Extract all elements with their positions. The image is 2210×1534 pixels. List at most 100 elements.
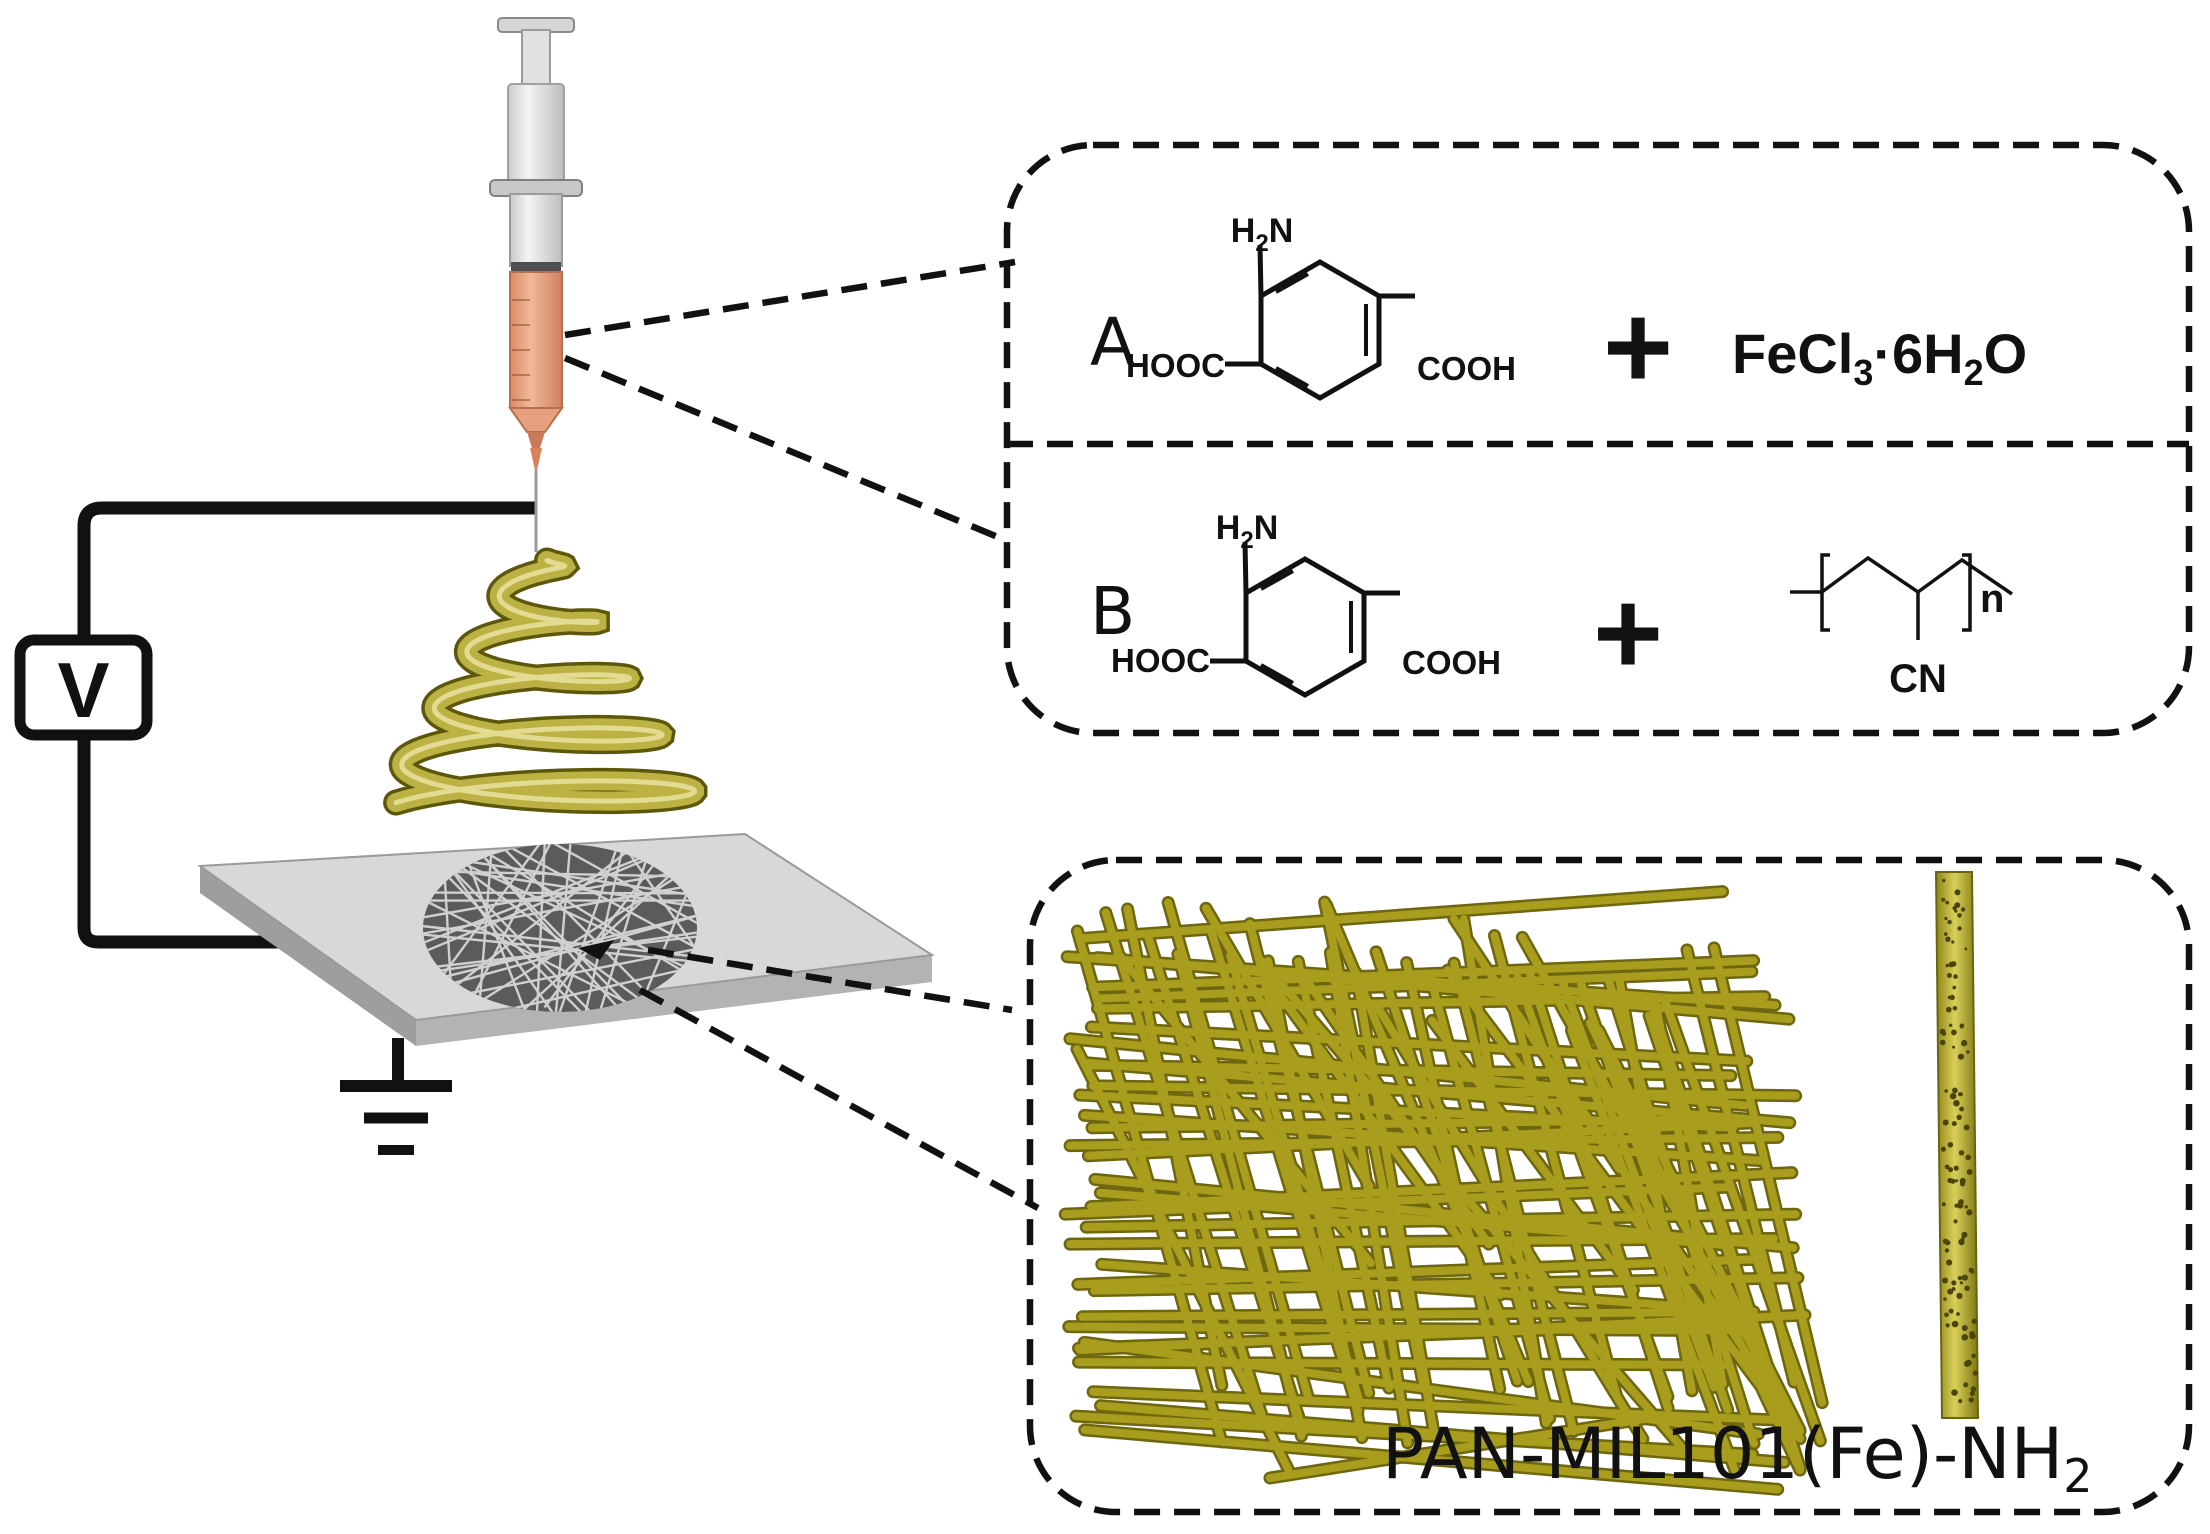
fiber-pore — [1948, 1308, 1954, 1314]
mesh-fiber — [1077, 887, 1727, 943]
fiber-pore — [1942, 1238, 1949, 1245]
mesh-fiber — [1072, 1045, 1293, 1474]
mesh-fiber — [1202, 904, 1374, 1191]
voltage-source: V — [14, 634, 153, 741]
fiber-pore — [1943, 1297, 1947, 1301]
acid-left-b: HOOC — [1111, 642, 1210, 679]
fiber-pore — [1942, 1277, 1948, 1284]
amine-n-b: N — [1254, 509, 1279, 547]
fiber-pore — [1961, 1274, 1968, 1281]
fiber-pore — [1969, 1332, 1976, 1340]
fiber-pore — [1957, 1275, 1963, 1281]
mat-fiber — [423, 921, 697, 1012]
fiber-pore — [1972, 1370, 1979, 1376]
fiber-pore — [1954, 909, 1958, 913]
amine-sub: 2 — [1255, 230, 1268, 257]
fiber-pore — [1956, 1114, 1962, 1121]
fiber-pore — [1959, 1024, 1964, 1029]
mesh-fiber — [1206, 925, 1363, 1416]
fiber-pore — [1952, 1045, 1956, 1049]
fiber-pore — [1964, 947, 1968, 951]
product-panel: PAN-MIL101(Fe)-NH2 — [1026, 856, 2193, 1516]
fiber-pore — [1944, 916, 1948, 921]
mesh-fiber — [1113, 949, 1375, 1268]
fiber-pore — [1945, 1323, 1950, 1328]
panel-b: B H2N HOOC COOH + n CN — [1090, 509, 2013, 701]
voltage-label: V — [57, 646, 109, 734]
fiber-pore — [1964, 1285, 1970, 1292]
fiber-pore — [1954, 902, 1961, 908]
fiber-pore — [1953, 1099, 1960, 1107]
fiber-pore — [1959, 1281, 1963, 1285]
fiber-pore — [1960, 1181, 1965, 1185]
fiber-pore — [1951, 1320, 1959, 1328]
fiber-pore — [1966, 1209, 1973, 1216]
mesh-fiber — [1518, 933, 1804, 1436]
precursor-panel — [1003, 141, 2193, 737]
fiber-pore — [1956, 1312, 1960, 1316]
fiber-pore — [1954, 1203, 1959, 1208]
fiber-pore — [1952, 1087, 1958, 1094]
mesh-fiber — [1173, 950, 1306, 1441]
fiber-pore — [1946, 1006, 1952, 1013]
amine-sub-b: 2 — [1240, 527, 1253, 554]
fiber-pore — [1964, 1360, 1971, 1367]
acid-right-a: COOH — [1417, 350, 1516, 387]
mesh-fiber — [1449, 959, 1578, 1436]
mat-fiber — [423, 891, 697, 896]
product-label: PAN-MIL101(Fe)-NH2 — [1382, 1413, 2093, 1503]
mesh-fiber — [1586, 1018, 1804, 1474]
mesh-fiber — [1076, 1311, 1809, 1354]
fiber-pore — [1971, 1353, 1976, 1359]
mesh-fiber — [1256, 964, 1505, 1299]
fiber-pore — [1969, 1170, 1973, 1174]
fiber-pore — [1944, 1164, 1950, 1170]
svg-text:H2N: H2N — [1216, 509, 1278, 554]
mat-fiber — [423, 852, 697, 931]
mat-fiber — [423, 844, 697, 922]
fiber-pore — [1951, 1389, 1958, 1396]
fiber-pore — [1961, 1334, 1969, 1341]
mesh-fiber — [1682, 945, 1798, 1387]
fiber-pore — [1958, 1092, 1963, 1097]
fiber-pore — [1949, 994, 1955, 1001]
fiber-pore — [1960, 907, 1966, 912]
single-fiber — [1934, 871, 1980, 1419]
fiber-pore — [1970, 1386, 1977, 1392]
mesh-fiber — [1088, 956, 1758, 992]
fiber-pore — [1963, 1382, 1969, 1388]
fiber-pore — [1942, 878, 1946, 883]
panel-a-label: A — [1090, 304, 1135, 381]
fiber-pore — [1940, 1146, 1946, 1152]
mesh-fiber — [1093, 967, 1756, 1003]
arrow-head-icon — [578, 940, 614, 960]
fiber-pore — [1957, 1053, 1965, 1060]
mesh-fiber — [1449, 914, 1624, 1174]
panel-b-label: B — [1090, 573, 1135, 650]
callout-lines — [563, 258, 1040, 1211]
mat-fiber — [545, 844, 697, 1012]
mesh-fiber — [1071, 1412, 1757, 1459]
mat-fiber — [423, 927, 697, 981]
fiber-pore — [1961, 1231, 1968, 1238]
fiber-pore — [1946, 973, 1952, 978]
mesh-fiber — [1298, 970, 1493, 1249]
svg-text:H2N: H2N — [1231, 212, 1293, 257]
acid-right-b: COOH — [1402, 644, 1501, 681]
fiber-pore — [1953, 1165, 1959, 1171]
mesh-fiber — [1320, 898, 1429, 1394]
mat-fiber — [423, 853, 697, 945]
fiber-pore — [1957, 913, 1962, 918]
fiber-pore — [1943, 932, 1948, 936]
aminoterephthalic-acid-structure-b: H2N HOOC COOH — [1111, 509, 1501, 698]
fiber-pore — [1958, 1150, 1965, 1156]
mat-fiber — [423, 909, 697, 1012]
fiber-pore — [1945, 936, 1951, 942]
ground-icon — [340, 1038, 452, 1155]
mat-fiber — [472, 844, 697, 1012]
fiber-pore — [1969, 1391, 1975, 1396]
fiber-pore — [1951, 940, 1955, 944]
mat-fiber — [423, 844, 557, 1012]
mat-fiber — [423, 865, 697, 956]
